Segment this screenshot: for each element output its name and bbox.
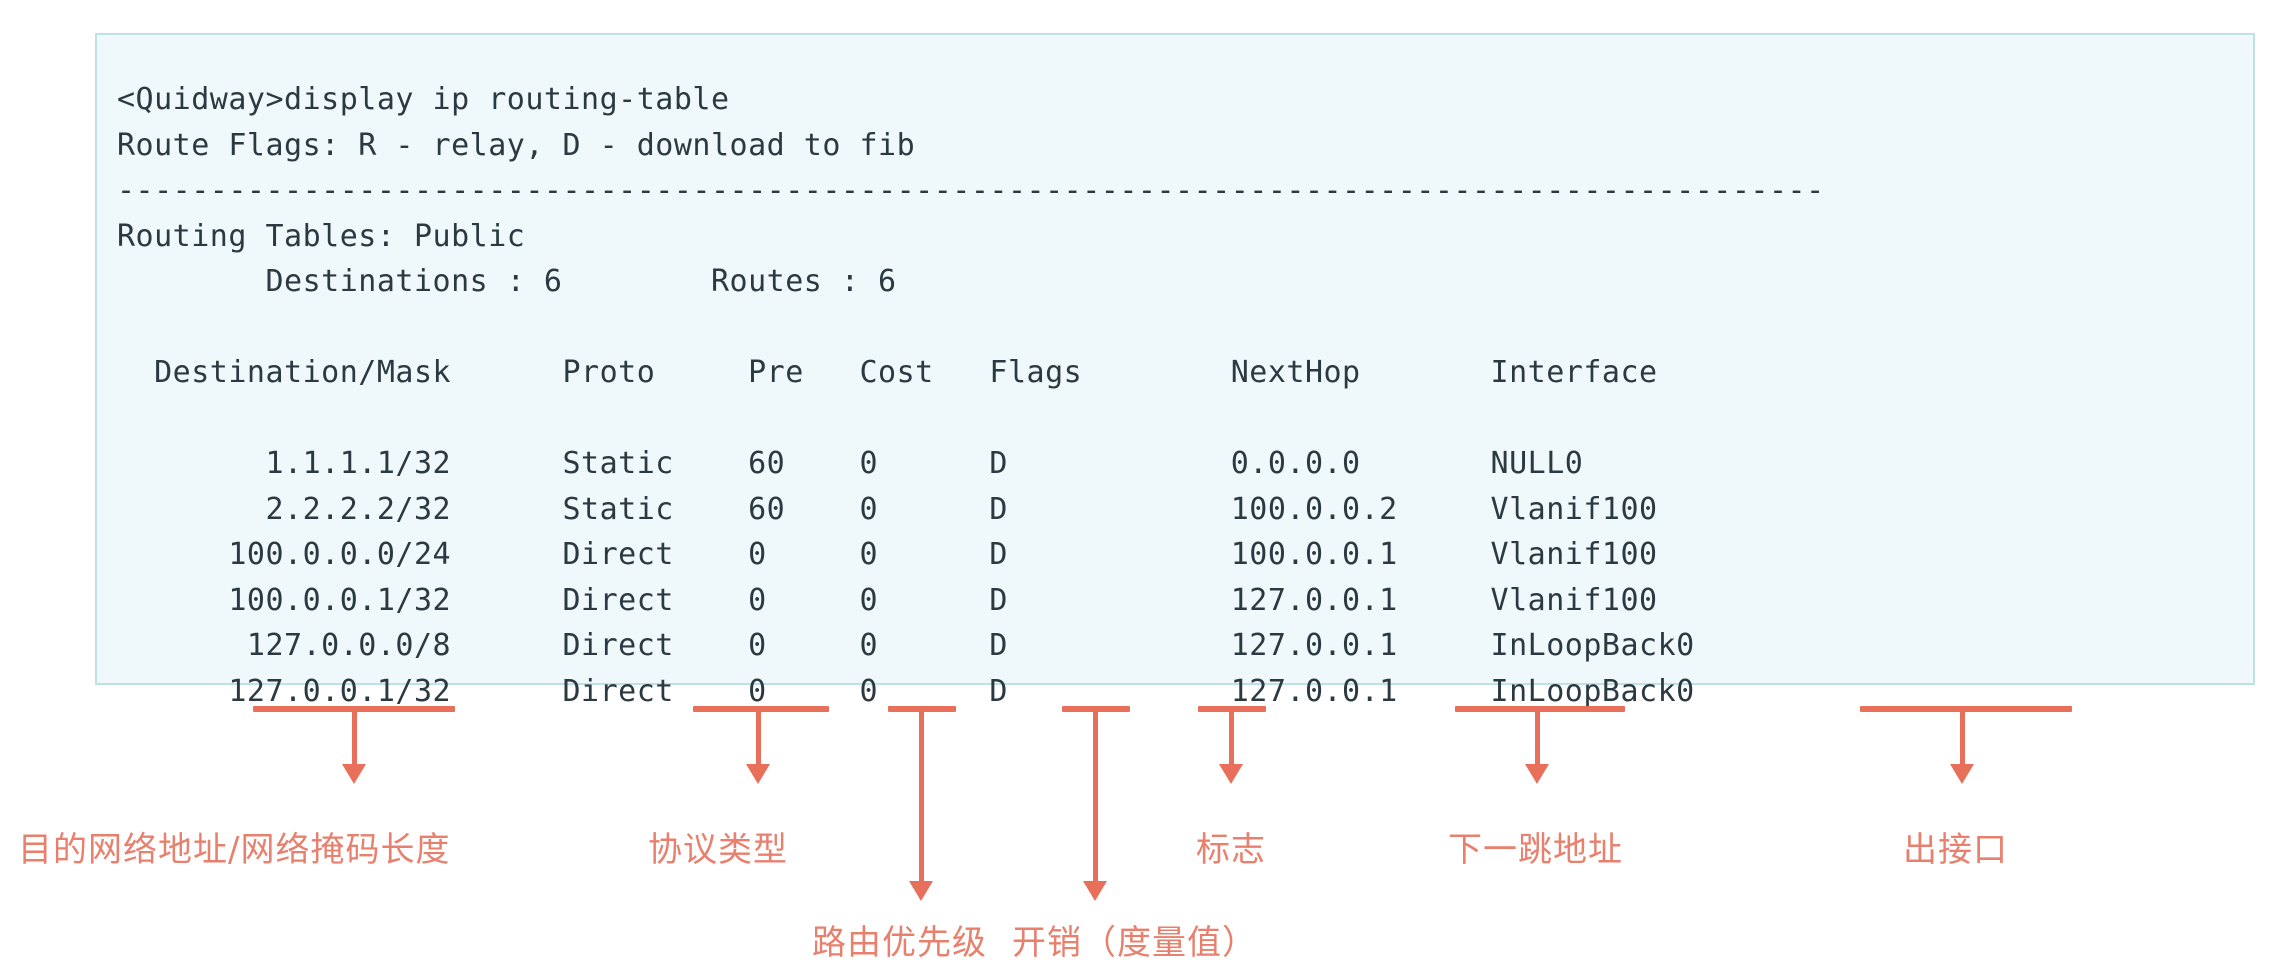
- callout-arrowhead-destination-mask: [342, 764, 366, 784]
- callout-label-cost: 开销（度量值）: [1012, 923, 1257, 963]
- callout-stem-proto: [756, 711, 761, 766]
- callout-stem-cost: [1093, 711, 1098, 883]
- callout-stem-flags: [1229, 711, 1234, 766]
- callout-arrowhead-pre: [909, 881, 933, 901]
- callout-label-pre: 路由优先级: [812, 923, 987, 963]
- callout-arrowhead-nexthop: [1525, 764, 1549, 784]
- routing-table-output-panel: <Quidway>display ip routing-table Route …: [95, 33, 2255, 709]
- callout-arrowhead-interface: [1950, 764, 1974, 784]
- callout-stem-destination-mask: [352, 711, 357, 766]
- callout-stem-interface: [1960, 711, 1965, 766]
- callout-label-flags: 标志: [1196, 830, 1266, 870]
- routing-table-text: <Quidway>display ip routing-table Route …: [117, 82, 1825, 709]
- callout-label-destination-mask: 目的网络地址/网络掩码长度: [18, 830, 451, 870]
- callout-label-interface: 出接口: [1903, 830, 2008, 870]
- callout-stem-nexthop: [1535, 711, 1540, 766]
- callout-arrowhead-flags: [1219, 764, 1243, 784]
- callout-arrowhead-cost: [1083, 881, 1107, 901]
- callout-arrowhead-proto: [746, 764, 770, 784]
- callout-label-proto: 协议类型: [648, 830, 788, 870]
- callout-label-nexthop: 下一跳地址: [1448, 830, 1623, 870]
- callout-cap-interface: [1860, 706, 2072, 712]
- callout-stem-pre: [919, 711, 924, 883]
